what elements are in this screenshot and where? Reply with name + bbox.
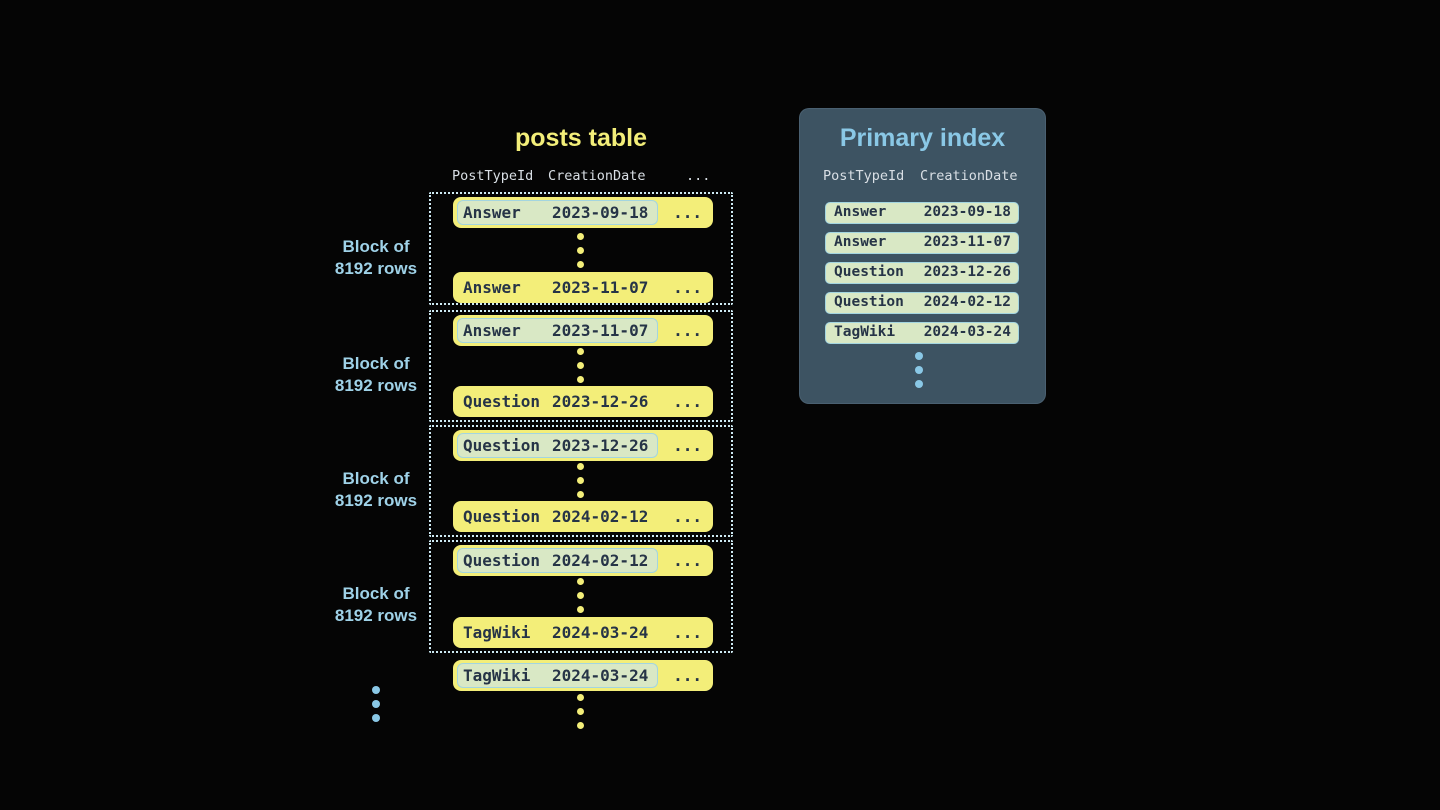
index-row-posttype: Answer — [834, 234, 887, 250]
table-row: TagWiki 2024-03-24 ... — [453, 617, 713, 648]
table-row: TagWiki 2024-03-24 ... — [453, 660, 713, 691]
block-outline — [429, 310, 733, 422]
vertical-ellipsis-icon — [915, 352, 923, 394]
index-row-posttype: TagWiki — [834, 324, 896, 340]
vertical-ellipsis-icon — [577, 233, 584, 275]
row-posttype: Question — [463, 392, 541, 411]
block-label: Block of 8192 rows — [315, 236, 437, 280]
row-highlight — [457, 433, 658, 458]
block-label-line1: Block of — [342, 584, 410, 603]
row-posttype: Answer — [463, 203, 521, 222]
row-creationdate: 2023-11-07 — [552, 278, 649, 297]
index-row: Answer 2023-09-18 — [825, 202, 1019, 224]
row-highlight — [457, 548, 658, 573]
row-posttype: TagWiki — [463, 623, 531, 642]
block-label-line2: 8192 rows — [334, 259, 418, 278]
index-row: Question 2024-02-12 — [825, 292, 1019, 314]
index-row: Question 2023-12-26 — [825, 262, 1019, 284]
row-creationdate: 2023-09-18 — [552, 203, 649, 222]
index-row-creationdate: 2023-11-07 — [923, 234, 1011, 250]
posts-header-more: ... — [686, 168, 711, 184]
row-creationdate: 2023-12-26 — [552, 392, 649, 411]
row-posttype: Answer — [463, 321, 521, 340]
block-outline — [429, 425, 733, 537]
table-row: Question 2024-02-12 ... — [453, 545, 713, 576]
block-label-line1: Block of — [342, 354, 410, 373]
index-row: TagWiki 2024-03-24 — [825, 322, 1019, 344]
row-more: ... — [673, 203, 702, 222]
index-row-creationdate: 2024-03-24 — [923, 324, 1011, 340]
row-creationdate: 2024-03-24 — [552, 666, 649, 685]
row-creationdate: 2024-02-12 — [552, 551, 649, 570]
block-label-line2: 8192 rows — [334, 376, 418, 395]
index-row: Answer 2023-11-07 — [825, 232, 1019, 254]
primary-index-title: Primary index — [839, 124, 1006, 152]
row-posttype: Question — [463, 551, 541, 570]
block-outline — [429, 192, 733, 305]
block-label-line1: Block of — [342, 237, 410, 256]
posts-header-posttypeid: PostTypeId — [452, 168, 534, 184]
vertical-ellipsis-icon — [577, 348, 584, 390]
row-creationdate: 2024-03-24 — [552, 623, 649, 642]
index-header-posttypeid: PostTypeId — [823, 168, 905, 184]
row-creationdate: 2024-02-12 — [552, 507, 649, 526]
index-row-creationdate: 2023-09-18 — [923, 204, 1011, 220]
row-highlight — [457, 318, 658, 343]
block-label: Block of 8192 rows — [315, 583, 437, 627]
block-label-line1: Block of — [342, 469, 410, 488]
block-label-line2: 8192 rows — [334, 606, 418, 625]
index-row-creationdate: 2023-12-26 — [923, 264, 1011, 280]
row-more: ... — [673, 551, 702, 570]
row-creationdate: 2023-11-07 — [552, 321, 649, 340]
vertical-ellipsis-icon — [577, 578, 584, 620]
vertical-ellipsis-icon — [577, 463, 584, 505]
block-label-line2: 8192 rows — [334, 491, 418, 510]
row-more: ... — [673, 623, 702, 642]
index-row-posttype: Question — [834, 294, 904, 310]
table-row: Answer 2023-11-07 ... — [453, 315, 713, 346]
row-more: ... — [673, 436, 702, 455]
row-more: ... — [673, 392, 702, 411]
index-row-posttype: Answer — [834, 204, 887, 220]
row-highlight — [457, 663, 658, 688]
table-row: Answer 2023-11-07 ... — [453, 272, 713, 303]
index-header-creationdate: CreationDate — [920, 168, 1018, 184]
posts-header-creationdate: CreationDate — [548, 168, 646, 184]
table-row: Question 2023-12-26 ... — [453, 386, 713, 417]
index-row-posttype: Question — [834, 264, 904, 280]
index-row-creationdate: 2024-02-12 — [923, 294, 1011, 310]
row-more: ... — [673, 666, 702, 685]
row-posttype: Question — [463, 436, 541, 455]
row-more: ... — [673, 321, 702, 340]
table-row: Question 2023-12-26 ... — [453, 430, 713, 461]
table-row: Answer 2023-09-18 ... — [453, 197, 713, 228]
block-outline — [429, 540, 733, 653]
row-posttype: Answer — [463, 278, 521, 297]
vertical-ellipsis-icon — [577, 694, 584, 736]
vertical-ellipsis-icon — [372, 686, 380, 728]
block-label: Block of 8192 rows — [315, 353, 437, 397]
row-more: ... — [673, 507, 702, 526]
row-highlight — [457, 200, 658, 225]
table-row: Question 2024-02-12 ... — [453, 501, 713, 532]
row-posttype: TagWiki — [463, 666, 531, 685]
posts-table-title: posts table — [515, 124, 647, 152]
row-more: ... — [673, 278, 702, 297]
row-posttype: Question — [463, 507, 541, 526]
block-label: Block of 8192 rows — [315, 468, 437, 512]
row-creationdate: 2023-12-26 — [552, 436, 649, 455]
